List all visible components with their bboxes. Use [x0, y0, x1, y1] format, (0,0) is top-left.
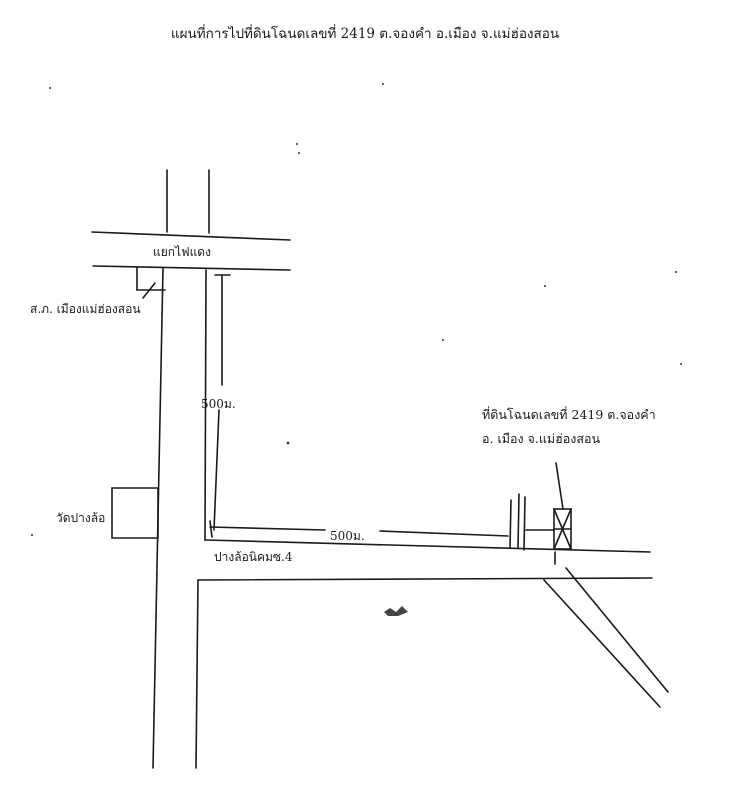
scan-dot — [286, 441, 290, 445]
land-access-line-1 — [509, 499, 512, 549]
road-name-label: ปางล้อนิคมซ.4 — [214, 550, 293, 564]
temple-box — [111, 487, 159, 539]
intersection-label: แยกไฟแดง — [153, 245, 211, 259]
main-road-east-edge-lower — [195, 579, 199, 769]
soi-road-south-edge — [197, 577, 653, 581]
scan-dot — [49, 87, 51, 89]
main-road-east-edge-upper — [204, 269, 207, 541]
soi-road-north-edge — [204, 539, 651, 553]
scan-smudge — [384, 606, 408, 616]
dimension-horizontal-line-right — [379, 530, 509, 537]
scan-dot — [675, 271, 677, 273]
police-station-box — [136, 266, 166, 291]
cross-road-north-edge — [91, 231, 291, 241]
land-plot-label-line2: อ. เมือง จ.แม่ฮ่องสอน — [482, 431, 601, 446]
land-access-line-2 — [517, 493, 520, 549]
scan-dot — [31, 534, 33, 536]
scan-dot — [442, 339, 444, 341]
distance-vertical-label: 500ม. — [201, 397, 236, 411]
dimension-horizontal-line-left — [209, 526, 326, 531]
distance-horizontal-label: 500ม. — [330, 529, 365, 543]
dimension-horizontal-tick-left — [209, 520, 213, 538]
dimension-vertical-line-bottom — [213, 409, 220, 531]
map-title: แผนที่การไปที่ดินโฉนดเลขที่ 2419 ต.จองคำ… — [170, 26, 560, 42]
scan-dot — [382, 83, 384, 85]
scan-dot — [544, 285, 546, 287]
police-station-pointer — [142, 282, 156, 299]
branch-road-lower-edge — [543, 579, 661, 708]
temple-label: วัดปางล้อ — [56, 511, 106, 525]
scan-dot — [298, 152, 300, 154]
scan-dot — [296, 143, 298, 145]
police-station-label: ส.ภ. เมืองแม่ฮ่องสอน — [30, 302, 141, 316]
scan-dot — [680, 363, 682, 365]
branch-road-upper-edge — [565, 567, 669, 693]
land-plot-label-line1: ที่ดินโฉนดเลขที่ 2419 ต.จองคำ — [482, 407, 656, 422]
land-access-line-3 — [523, 496, 526, 551]
cross-road-south-edge — [92, 265, 291, 271]
land-plot-pointer — [555, 462, 564, 510]
